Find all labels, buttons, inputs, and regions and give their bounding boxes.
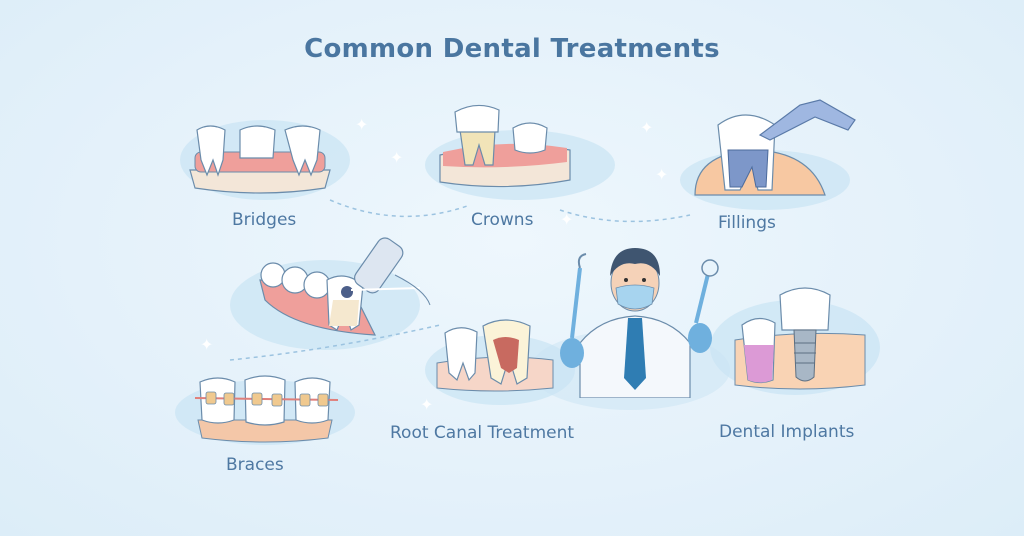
braces-teeth-icon [194,375,339,443]
treatment-label-bridges: Bridges [232,210,297,230]
crown-tooth-icon [439,104,571,188]
sparkle-icon: ✦ [655,165,669,184]
sparkle-icon: ✦ [390,148,404,167]
treatment-label-braces: Braces [226,455,284,475]
treatment-label-crowns: Crowns [471,210,534,230]
sparkle-icon: ✦ [640,118,654,137]
laser-tooth-icon [259,237,431,336]
treatment-label-implants: Dental Implants [719,422,855,442]
dentist-illustration [560,248,719,398]
treatment-label-root-canal: Root Canal Treatment [390,423,575,443]
sparkle-icon: ✦ [420,395,434,414]
page-title: Common Dental Treatments [304,34,720,64]
root-canal-tooth-icon [436,319,554,392]
sparkle-icon: ✦ [355,115,369,134]
filling-tooth-icon [694,99,856,196]
treatment-label-fillings: Fillings [718,213,776,233]
sparkle-icon: ✦ [560,210,574,229]
sparkle-icon: ✦ [200,335,214,354]
dental-implant-icon [734,287,866,390]
bridge-teeth-icon [189,125,331,194]
